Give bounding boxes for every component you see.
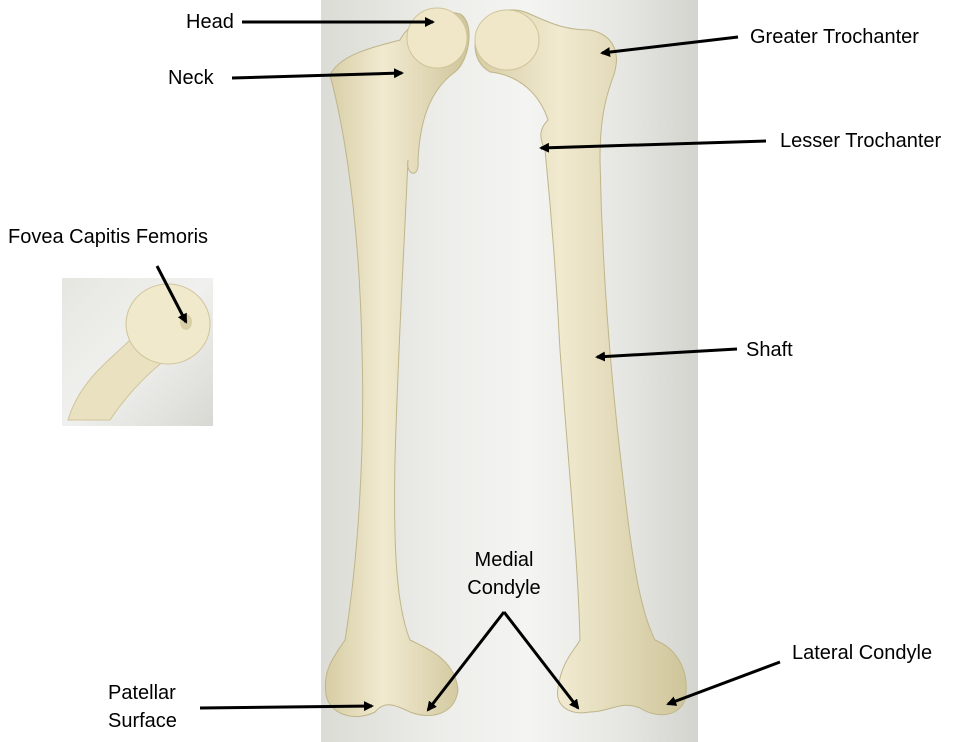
lateral-condyle-arrow [666, 660, 781, 706]
label-patellar-surface-line2: Surface [108, 710, 177, 732]
label-medial-condyle-line2: Condyle [467, 577, 541, 599]
medial-condyle-arrow-right [502, 611, 580, 710]
label-greater-trochanter: Greater Trochanter [750, 26, 919, 48]
medial-condyle-arrow-left [426, 611, 506, 712]
label-medial-condyle-line1: Medial [474, 549, 534, 571]
fovea-arrow [155, 265, 188, 324]
label-neck: Neck [168, 67, 214, 89]
label-head: Head [186, 11, 234, 33]
right-femur-bone [474, 9, 687, 716]
neck-arrow [231, 68, 404, 80]
label-patellar-surface-line1: Patellar [108, 682, 176, 704]
label-shaft: Shaft [746, 339, 793, 361]
label-fovea-capitis-femoris: Fovea Capitis Femoris [8, 226, 209, 248]
lesser-trochanter-arrow [539, 139, 767, 153]
greater-trochanter-arrow [600, 35, 739, 58]
inset-femoral-head [67, 283, 211, 421]
patellar-surface-arrow [199, 701, 374, 712]
shaft-arrow [595, 347, 738, 362]
label-lesser-trochanter: Lesser Trochanter [780, 130, 942, 152]
left-femur-bone [324, 7, 470, 717]
label-lateral-condyle: Lateral Condyle [792, 642, 933, 664]
